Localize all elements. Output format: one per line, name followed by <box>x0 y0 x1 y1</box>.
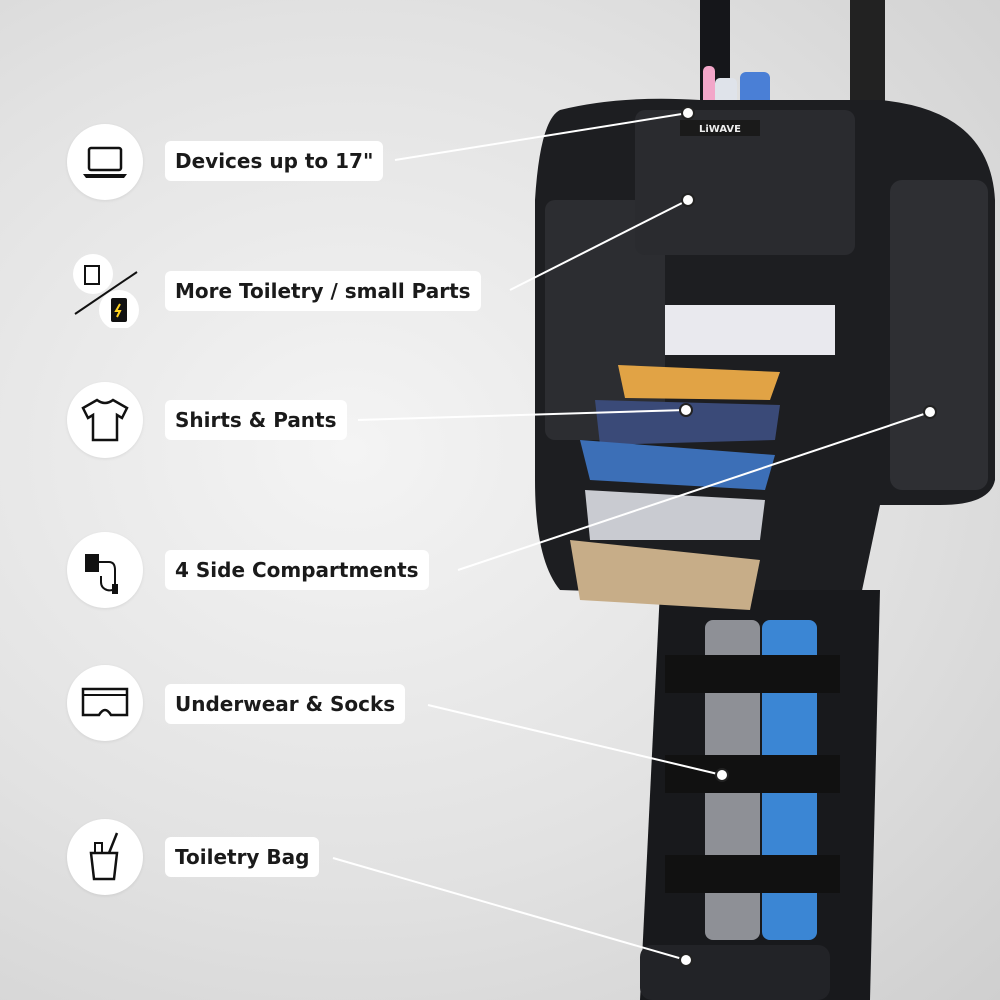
elastic-strap <box>665 755 840 793</box>
yellow-shirt <box>618 365 780 400</box>
tshirt-icon <box>67 382 143 458</box>
charger-cable-icon <box>67 532 143 608</box>
toiletry-bag <box>640 945 830 1000</box>
blue-shirt <box>580 440 775 490</box>
underwear-icon <box>67 665 143 741</box>
brand-tag <box>680 120 760 136</box>
elastic-strap <box>665 855 840 893</box>
grey-shirt <box>585 490 765 540</box>
toiletry-powerbank-icon <box>67 252 143 330</box>
feature-label-underwear-socks: Underwear & Socks <box>165 684 406 724</box>
leader-lines <box>332 112 931 961</box>
feature-label-toiletry-small-parts: More Toiletry / small Parts <box>165 271 481 311</box>
right-mesh-pocket <box>890 180 988 490</box>
white-shirt <box>665 305 835 355</box>
shoulder-strap <box>850 0 885 110</box>
elastic-strap <box>665 655 840 693</box>
feature-label-toiletry-bag: Toiletry Bag <box>165 837 320 877</box>
feature-label-shirts-pants: Shirts & Pants <box>165 400 347 440</box>
laptop-compartment <box>635 110 855 255</box>
brand-tag-text: LiWAVE <box>699 124 741 135</box>
callout-dots <box>679 106 937 967</box>
toothbrush-cup-icon <box>67 819 143 895</box>
laptop-icon <box>67 124 143 200</box>
khaki-pants <box>570 540 760 610</box>
feature-label-side-compartments: 4 Side Compartments <box>165 550 429 590</box>
feature-label-devices: Devices up to 17" <box>165 141 384 181</box>
